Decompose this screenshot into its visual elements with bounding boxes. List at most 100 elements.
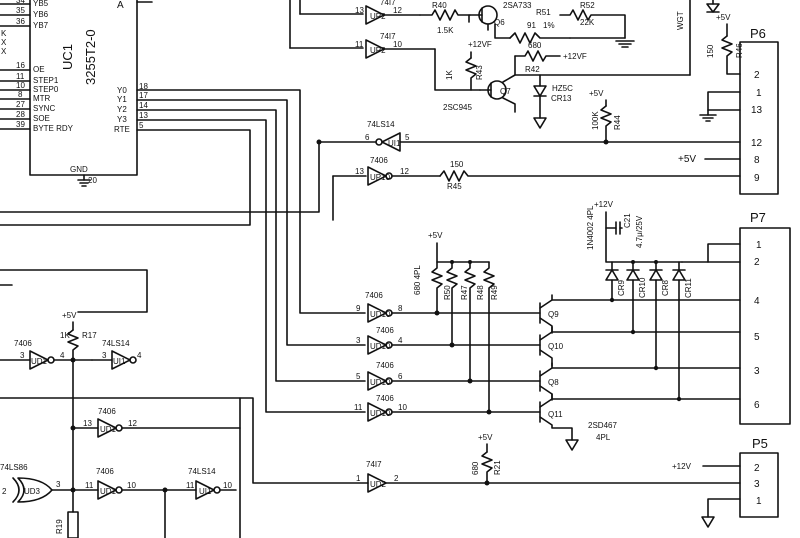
edge-x1: X [1, 38, 7, 47]
svg-text:CR11: CR11 [684, 278, 693, 298]
gate-7406-q10: 7406 UD10 3 4 [356, 326, 541, 355]
svg-text:13: 13 [355, 6, 364, 15]
rail-12vf-top: +12VF [468, 40, 492, 49]
transistor-q6: Q6 2SA733 [469, 1, 532, 27]
gate-74ls14-p6: 74LS14 UI1 6 5 [316, 120, 741, 152]
svg-text:UD10: UD10 [370, 310, 391, 319]
svg-text:12: 12 [128, 419, 137, 428]
svg-text:34: 34 [16, 0, 25, 5]
uc1-pin-yb7: 36 YB7 [0, 17, 49, 30]
uc1-sig-a: A [117, 0, 124, 11]
p5-pin-3: 3 [754, 479, 760, 490]
wgt-diode [706, 0, 720, 13]
svg-text:39: 39 [16, 120, 25, 129]
svg-text:R19: R19 [55, 519, 64, 534]
edge-x2: X [1, 47, 7, 56]
svg-text:+12VF: +12VF [563, 52, 587, 61]
rail-5v-r44: +5V [589, 89, 604, 98]
svg-text:7406: 7406 [376, 326, 394, 335]
svg-text:Q6: Q6 [494, 18, 505, 27]
svg-text:R49: R49 [490, 285, 499, 300]
uc1-pin-mtr: 8 MTR [0, 90, 51, 103]
svg-text:36: 36 [16, 17, 25, 26]
svg-text:10: 10 [127, 481, 136, 490]
uc1-chip: UC1 3255T2-0 A 34 YB5 35 YB6 36 YB7 K X … [0, 0, 153, 187]
uc1-pin-sync: 27 SYNC [0, 100, 55, 113]
gate-7406-q11: 7406 UD10 11 10 [354, 394, 541, 422]
uc1-pin-soe: 28 SOE [0, 110, 50, 123]
edge-k: K [1, 29, 7, 38]
resistor-r46: 150 R46 [706, 23, 744, 75]
svg-text:UP2: UP2 [370, 46, 386, 55]
svg-text:150: 150 [706, 44, 715, 58]
svg-text:STEP0: STEP0 [33, 85, 59, 94]
gate-74ls14-left-4: 74LS14 UI1 3 4 [102, 339, 142, 370]
p7-pin-6: 6 [754, 400, 760, 411]
uc1-pin-step0: 10 STEP0 [0, 81, 59, 94]
uc1-output-bus [0, 89, 366, 413]
svg-text:7406: 7406 [96, 467, 114, 476]
gate-xor-74ls86: 74LS86 UD3 2 3 [0, 463, 99, 503]
resistor-r21: 680 R21 [471, 443, 502, 484]
ground-arrow-q [565, 439, 579, 451]
transistor-q10: Q10 [539, 326, 564, 367]
svg-text:R50: R50 [443, 285, 452, 300]
rail-12v-p5: +12V [672, 462, 692, 471]
svg-text:UI1: UI1 [113, 357, 126, 366]
svg-text:74I7: 74I7 [380, 32, 396, 41]
svg-text:74I7: 74I7 [366, 460, 382, 469]
svg-text:11: 11 [85, 481, 94, 490]
svg-text:UD1: UD1 [31, 357, 48, 366]
svg-text:100K: 100K [591, 111, 600, 130]
transistor-q7: Q7 2SC945 [443, 80, 511, 112]
gate-7406-p6: 7406 UP10 13 12 [332, 156, 441, 186]
svg-text:8: 8 [398, 304, 403, 313]
svg-text:UI1: UI1 [388, 139, 401, 148]
svg-text:UI1: UI1 [199, 487, 212, 496]
svg-text:22K: 22K [580, 18, 595, 27]
p6-pin-12: 12 [751, 138, 763, 149]
uc1-pin-5: 5 [139, 121, 144, 130]
p6-name: P6 [750, 26, 766, 41]
svg-text:11: 11 [355, 40, 364, 49]
connector-p6: P6 2 1 13 12 8 9 [739, 26, 779, 195]
svg-text:9: 9 [356, 304, 361, 313]
uc1-sig-y1: Y1 [117, 95, 127, 104]
svg-text:3: 3 [102, 351, 107, 360]
gate-7417-p5: 74I7 UD2 1 2 [356, 460, 741, 493]
svg-text:R44: R44 [613, 115, 622, 130]
svg-text:C21: C21 [623, 213, 632, 228]
p6-pin-9: 9 [754, 173, 760, 184]
svg-text:UD1: UD1 [100, 487, 117, 496]
svg-text:CR10: CR10 [638, 277, 647, 298]
svg-text:11: 11 [16, 72, 25, 81]
svg-text:UD10: UD10 [370, 378, 391, 387]
svg-text:4: 4 [398, 336, 403, 345]
rail-5v-r21: +5V [478, 433, 493, 442]
svg-text:BYTE RDY: BYTE RDY [33, 124, 74, 133]
svg-text:7406: 7406 [98, 407, 116, 416]
resistor-r19: R19 [55, 511, 79, 538]
svg-text:8: 8 [18, 90, 23, 99]
connector-p5: P5 2 3 1 [739, 436, 779, 518]
svg-text:2: 2 [2, 487, 7, 496]
p5-pin-2: 2 [754, 463, 760, 474]
svg-text:1%: 1% [543, 21, 555, 30]
svg-text:680: 680 [471, 461, 480, 475]
svg-text:91: 91 [527, 21, 536, 30]
resistor-r45: 150 R45 [439, 160, 741, 191]
svg-text:13: 13 [83, 419, 92, 428]
p6-pin-8: 8 [754, 155, 760, 166]
uc1-pin-byte-rdy: 39 BYTE RDY [0, 120, 74, 133]
svg-text:74LS86: 74LS86 [0, 463, 28, 472]
p7-pin-1: 1 [756, 240, 762, 251]
svg-text:7406: 7406 [365, 291, 383, 300]
p7-pin-5: 5 [754, 332, 760, 343]
svg-text:CR9: CR9 [617, 279, 626, 296]
svg-text:STEP1: STEP1 [33, 76, 59, 85]
rail-5v-p6: +5V [678, 154, 696, 165]
svg-text:UD10: UD10 [370, 409, 391, 418]
gate-7406-q9: 7406 UD10 9 8 [356, 291, 541, 323]
gate-74ls14-left-10: 74LS14 UI1 11 10 [186, 467, 237, 500]
